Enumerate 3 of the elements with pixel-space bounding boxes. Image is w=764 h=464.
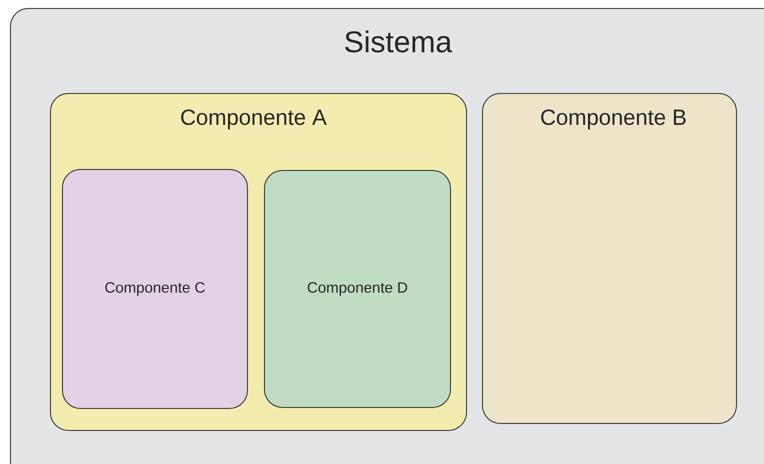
component-box: Componente B xyxy=(482,93,737,424)
component-box: Componente D xyxy=(264,170,451,408)
component-box: Componente C xyxy=(62,169,248,409)
